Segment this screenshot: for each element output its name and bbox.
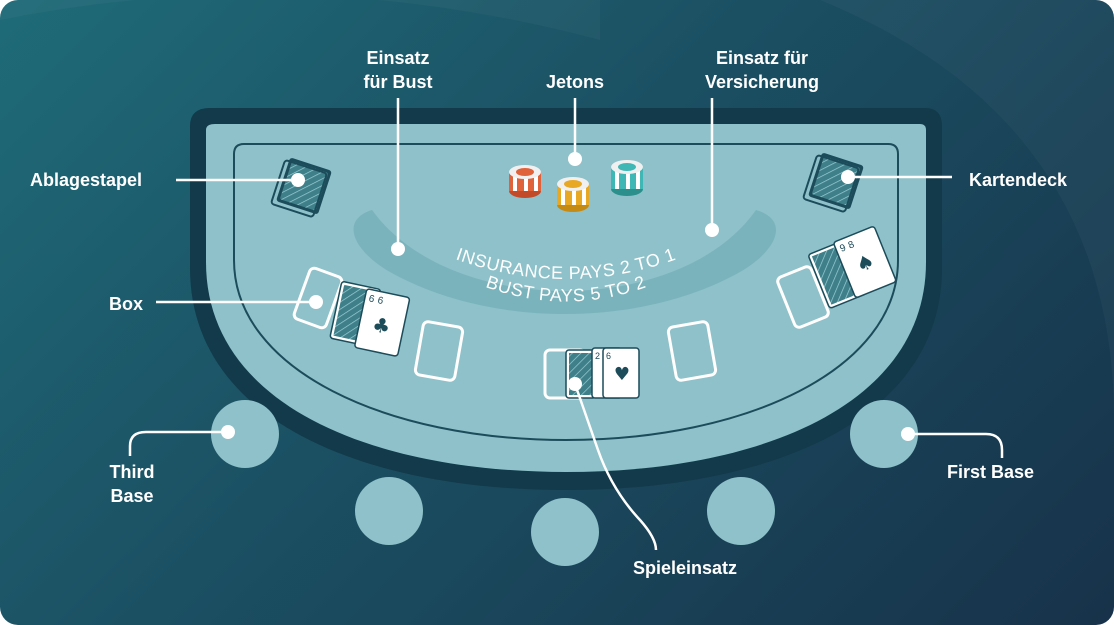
card-rank: 6 [368, 293, 376, 305]
label-card-deck: Kartendeck [969, 170, 1068, 190]
callout-lines [128, 98, 1004, 551]
table-inner-line [233, 143, 899, 442]
betting-box [413, 320, 465, 382]
chip-stack-teal [611, 160, 643, 196]
chip-stack-orange [509, 165, 541, 198]
label-line: Einsatz [366, 48, 430, 68]
betting-box [292, 266, 344, 330]
discard-pile [270, 158, 332, 218]
card-rank: 8 [847, 239, 857, 251]
seat-first-base [850, 400, 918, 468]
seat [355, 477, 423, 545]
card-rank: 2 [595, 351, 600, 361]
label-chips: Jetons [545, 72, 605, 92]
right-hand-cards: 9 8 ♠ [808, 226, 897, 309]
betting-box [666, 320, 718, 382]
chip-stack-yellow [557, 177, 589, 212]
label-line: Versicherung [704, 72, 820, 92]
seat [531, 498, 599, 566]
label-line: Einsatz für [715, 48, 808, 68]
label-bust-bet: Einsatz für Bust [348, 46, 448, 94]
card-rank: 6 [606, 351, 611, 361]
label-discard-pile: Ablagestapel [30, 170, 143, 190]
card-deck [802, 153, 864, 213]
betting-box [776, 265, 830, 329]
label-line: Base [110, 486, 154, 506]
label-first-base: First Base [947, 462, 1035, 482]
label-box: Box [109, 294, 144, 314]
label-main-bet: Spieleinsatz [632, 558, 738, 578]
callout-dots [221, 152, 915, 441]
insurance-band [353, 210, 777, 314]
label-line: Third [109, 462, 155, 482]
left-hand-cards: 6 6 ♣ [329, 281, 411, 357]
heart-suit-icon: ♥ [614, 364, 630, 385]
card-rank: 6 [376, 295, 384, 307]
label-insurance-bet: Einsatz für Versicherung [682, 46, 842, 94]
card-rank: 9 [838, 242, 848, 254]
seat-third-base [211, 400, 279, 468]
label-third-base: Third Base [96, 460, 168, 508]
label-line: für Bust [363, 72, 433, 92]
club-suit-icon: ♣ [370, 312, 393, 339]
seat [707, 477, 775, 545]
background-shape [0, 0, 600, 40]
